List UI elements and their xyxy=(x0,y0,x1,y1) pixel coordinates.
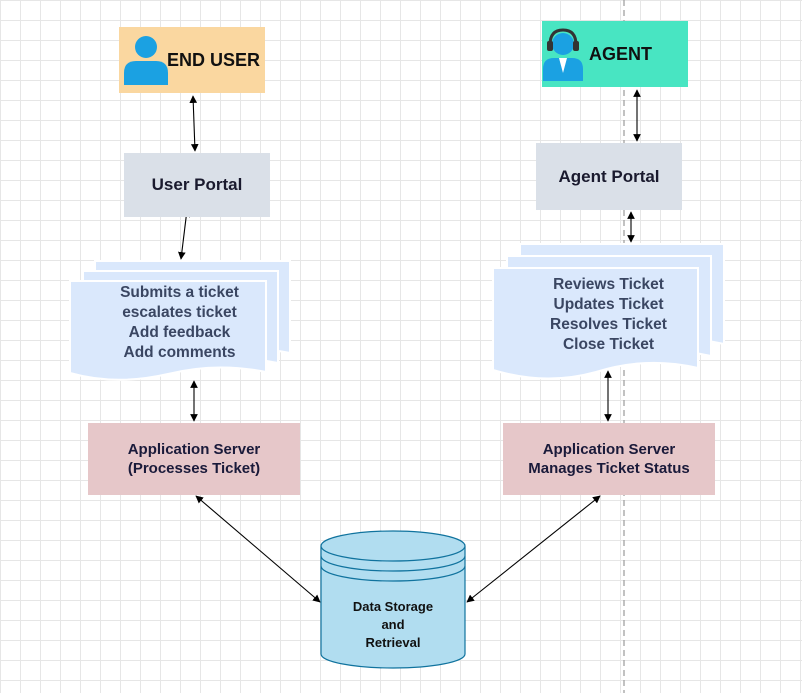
agent-portal-box: Agent Portal xyxy=(536,143,682,210)
user-action-item: Add feedback xyxy=(128,324,231,341)
agent-headset-icon xyxy=(543,28,583,81)
database-label: Data Storage and Retrieval xyxy=(322,598,464,652)
agent-action-item: Close Ticket xyxy=(562,336,655,353)
agent-actions-text: Reviews Ticket Updates Ticket Resolves T… xyxy=(506,275,711,355)
end-user-label: END USER xyxy=(167,49,261,70)
agent-box: AGENT xyxy=(542,21,688,87)
user-portal-box: User Portal xyxy=(124,153,270,217)
database-label-line: Retrieval xyxy=(365,635,421,650)
user-actions-shape xyxy=(69,260,291,381)
connectors xyxy=(178,89,641,603)
agent-app-server-subtitle: Manages Ticket Status xyxy=(528,460,690,477)
connector-agentserver-database xyxy=(466,495,601,603)
connector-portal-useractions xyxy=(178,209,190,260)
agent-app-server-box: Application Server Manages Ticket Status xyxy=(503,423,715,495)
user-actions-text: Submits a ticket escalates ticket Add fe… xyxy=(82,283,277,363)
database-label-line: and xyxy=(381,617,405,632)
agent-actions-shape xyxy=(492,243,725,380)
user-action-item: Add comments xyxy=(123,344,236,361)
user-app-server-title: Application Server xyxy=(127,441,261,458)
agent-label: AGENT xyxy=(589,43,652,64)
agent-action-item: Resolves Ticket xyxy=(550,316,667,333)
user-action-item: escalates ticket xyxy=(122,304,237,321)
user-app-server-box: Application Server (Processes Ticket) xyxy=(88,423,300,495)
connector-userserver-database xyxy=(195,495,321,603)
agent-action-item: Reviews Ticket xyxy=(553,276,664,293)
agent-app-server-title: Application Server xyxy=(542,441,676,458)
end-user-box: END USER xyxy=(119,27,265,93)
user-action-item: Submits a ticket xyxy=(120,284,239,301)
connector-enduser-portal xyxy=(189,95,199,152)
database-shape xyxy=(320,530,466,669)
user-app-server-subtitle: (Processes Ticket) xyxy=(127,460,261,477)
agent-action-item: Updates Ticket xyxy=(553,296,664,313)
user-icon xyxy=(124,36,168,85)
database-label-line: Data Storage xyxy=(352,599,434,614)
